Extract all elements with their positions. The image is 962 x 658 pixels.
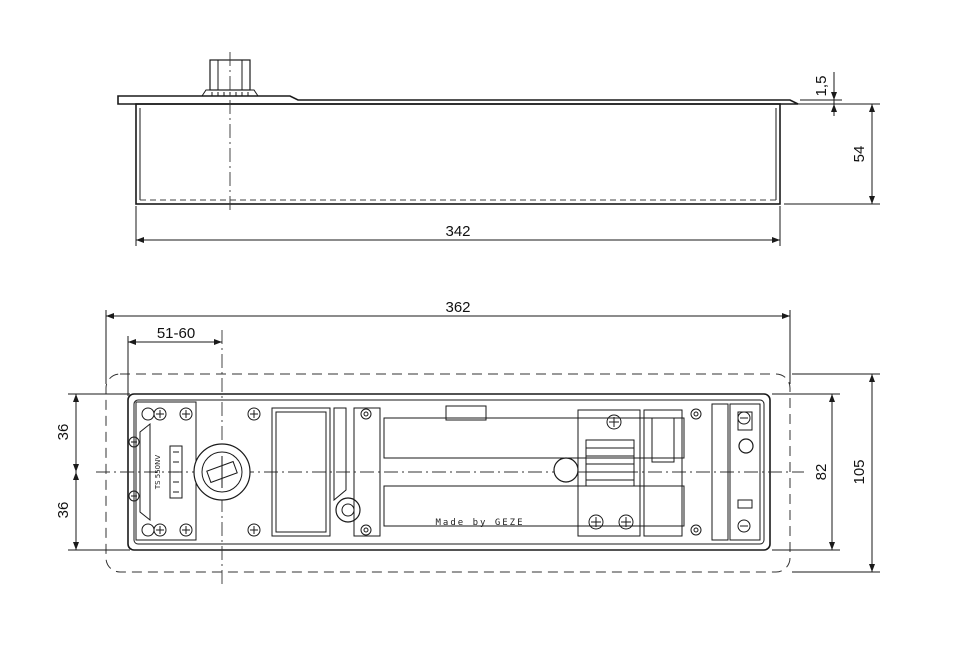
spring-channel-upper bbox=[383, 417, 685, 459]
dim-half-widths: 36 36 bbox=[55, 393, 130, 551]
dim-cover-length-label: 362 bbox=[445, 299, 470, 316]
adjust-valve bbox=[335, 497, 361, 523]
screw bbox=[128, 436, 140, 448]
dim-side-length-label: 342 bbox=[445, 223, 470, 240]
screw bbox=[179, 407, 193, 421]
dim-side-length: 342 bbox=[135, 206, 781, 246]
screw bbox=[606, 414, 622, 430]
dim-cover-length: 362 bbox=[105, 299, 791, 384]
dim-body-width-label: 82 bbox=[813, 464, 830, 481]
screw bbox=[360, 524, 372, 536]
dim-side-height: 54 bbox=[784, 103, 880, 205]
spring-channel-lower bbox=[383, 485, 685, 527]
screw bbox=[360, 408, 372, 420]
logo-plate bbox=[169, 445, 183, 499]
side-cover-plate bbox=[117, 95, 799, 105]
screw bbox=[153, 523, 167, 537]
screw bbox=[690, 408, 702, 420]
dim-lower-half-label: 36 bbox=[55, 502, 72, 519]
screw bbox=[179, 523, 193, 537]
screw bbox=[247, 407, 261, 421]
piston-block bbox=[577, 409, 641, 537]
dim-plate-thickness-label: 1,5 bbox=[813, 76, 830, 97]
screw bbox=[588, 514, 604, 530]
screw bbox=[128, 490, 140, 502]
dim-spindle-offset-label: 51-60 bbox=[157, 325, 195, 342]
screw bbox=[247, 523, 261, 537]
screw bbox=[618, 514, 634, 530]
dim-upper-half-label: 36 bbox=[55, 424, 72, 441]
screw bbox=[737, 411, 751, 425]
dim-cover-width-label: 105 bbox=[851, 459, 868, 484]
valve-block bbox=[271, 407, 331, 537]
dim-body-width: 82 bbox=[772, 393, 840, 551]
side-view: 342 54 1,5 bbox=[117, 52, 880, 246]
model-label: TS 550NV bbox=[154, 455, 162, 491]
dim-cover-width: 105 bbox=[792, 373, 880, 573]
dim-plate-thickness: 1,5 bbox=[800, 72, 842, 116]
side-body bbox=[135, 103, 781, 205]
cover-outline-dashed bbox=[105, 373, 791, 573]
spindle-square bbox=[206, 460, 238, 484]
valve-plug bbox=[553, 457, 579, 483]
screw bbox=[153, 407, 167, 421]
screw bbox=[690, 524, 702, 536]
top-view: TS 550NV M bbox=[55, 299, 880, 585]
dim-side-height-label: 54 bbox=[851, 146, 868, 163]
plate-text: Made by GEZE bbox=[435, 518, 524, 528]
screw bbox=[737, 519, 751, 533]
adjust-screw-right bbox=[738, 438, 754, 454]
end-cap bbox=[711, 403, 729, 541]
dim-spindle-offset: 51-60 bbox=[127, 325, 222, 396]
